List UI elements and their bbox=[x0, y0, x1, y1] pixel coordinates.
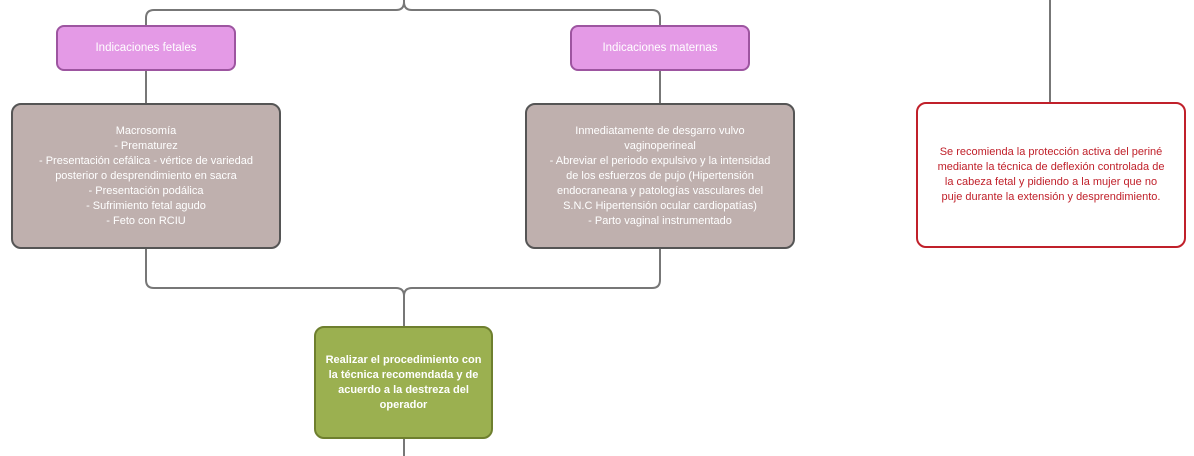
recommendation-text: Se recomienda la protección activa del p… bbox=[938, 145, 1165, 205]
connector-top-bracket bbox=[145, 0, 661, 26]
fetal-line: - Sufrimiento fetal agudo bbox=[86, 199, 206, 212]
procedure-box[interactable]: Realizar el procedimiento con la técnica… bbox=[314, 326, 493, 439]
maternal-line: Inmediatamente de desgarro vulvo bbox=[575, 124, 745, 137]
procedure-line: operador bbox=[379, 398, 428, 411]
fetal-indications-text: Macrosomía - Prematurez - Presentación c… bbox=[39, 124, 253, 229]
procedure-line: Realizar el procedimiento con bbox=[325, 353, 482, 366]
maternal-line: endocraneana y patologías vasculares del bbox=[556, 184, 764, 197]
procedure-text: Realizar el procedimiento con la técnica… bbox=[326, 353, 482, 413]
maternal-line: de los esfuerzos de pujo (Hipertensión bbox=[566, 169, 754, 182]
maternal-indications-label: Indicaciones maternas bbox=[602, 41, 718, 54]
maternal-line: - Parto vaginal instrumentado bbox=[588, 214, 732, 227]
recommendation-line: puje durante la extensión y desprendimie… bbox=[941, 191, 1161, 203]
fetal-line: - Feto con RCIU bbox=[106, 214, 186, 227]
procedure-line: acuerdo a la destreza del bbox=[338, 383, 469, 396]
fetal-line: Macrosomía bbox=[115, 124, 177, 137]
connector-bottom-bracket bbox=[145, 248, 661, 326]
recommendation-box[interactable]: Se recomienda la protección activa del p… bbox=[916, 102, 1186, 248]
recommendation-line: Se recomienda la protección activa del p… bbox=[939, 146, 1163, 158]
fetal-line: posterior o desprendimiento en sacra bbox=[55, 169, 237, 182]
fetal-line: - Prematurez bbox=[114, 139, 178, 152]
maternal-line: S.N.C Hipertensión ocular cardiopatías) bbox=[563, 199, 757, 212]
maternal-indications-title[interactable]: Indicaciones maternas bbox=[570, 25, 750, 71]
maternal-indications-box[interactable]: Inmediatamente de desgarro vulvo vaginop… bbox=[525, 103, 795, 249]
fetal-indications-title[interactable]: Indicaciones fetales bbox=[56, 25, 236, 71]
procedure-line: la técnica recomendada y de bbox=[328, 368, 479, 381]
maternal-indications-text: Inmediatamente de desgarro vulvo vaginop… bbox=[550, 124, 771, 229]
fetal-indications-box[interactable]: Macrosomía - Prematurez - Presentación c… bbox=[11, 103, 281, 249]
fetal-line: - Presentación cefálica - vértice de var… bbox=[39, 154, 253, 167]
recommendation-line: mediante la técnica de deflexión control… bbox=[937, 161, 1165, 173]
fetal-indications-label: Indicaciones fetales bbox=[95, 41, 197, 54]
fetal-line: - Presentación podálica bbox=[88, 184, 204, 197]
maternal-line: - Abreviar el periodo expulsivo y la int… bbox=[549, 154, 771, 167]
maternal-line: vaginoperineal bbox=[624, 139, 696, 152]
recommendation-line: la cabeza fetal y pidiendo a la mujer qu… bbox=[944, 176, 1158, 188]
